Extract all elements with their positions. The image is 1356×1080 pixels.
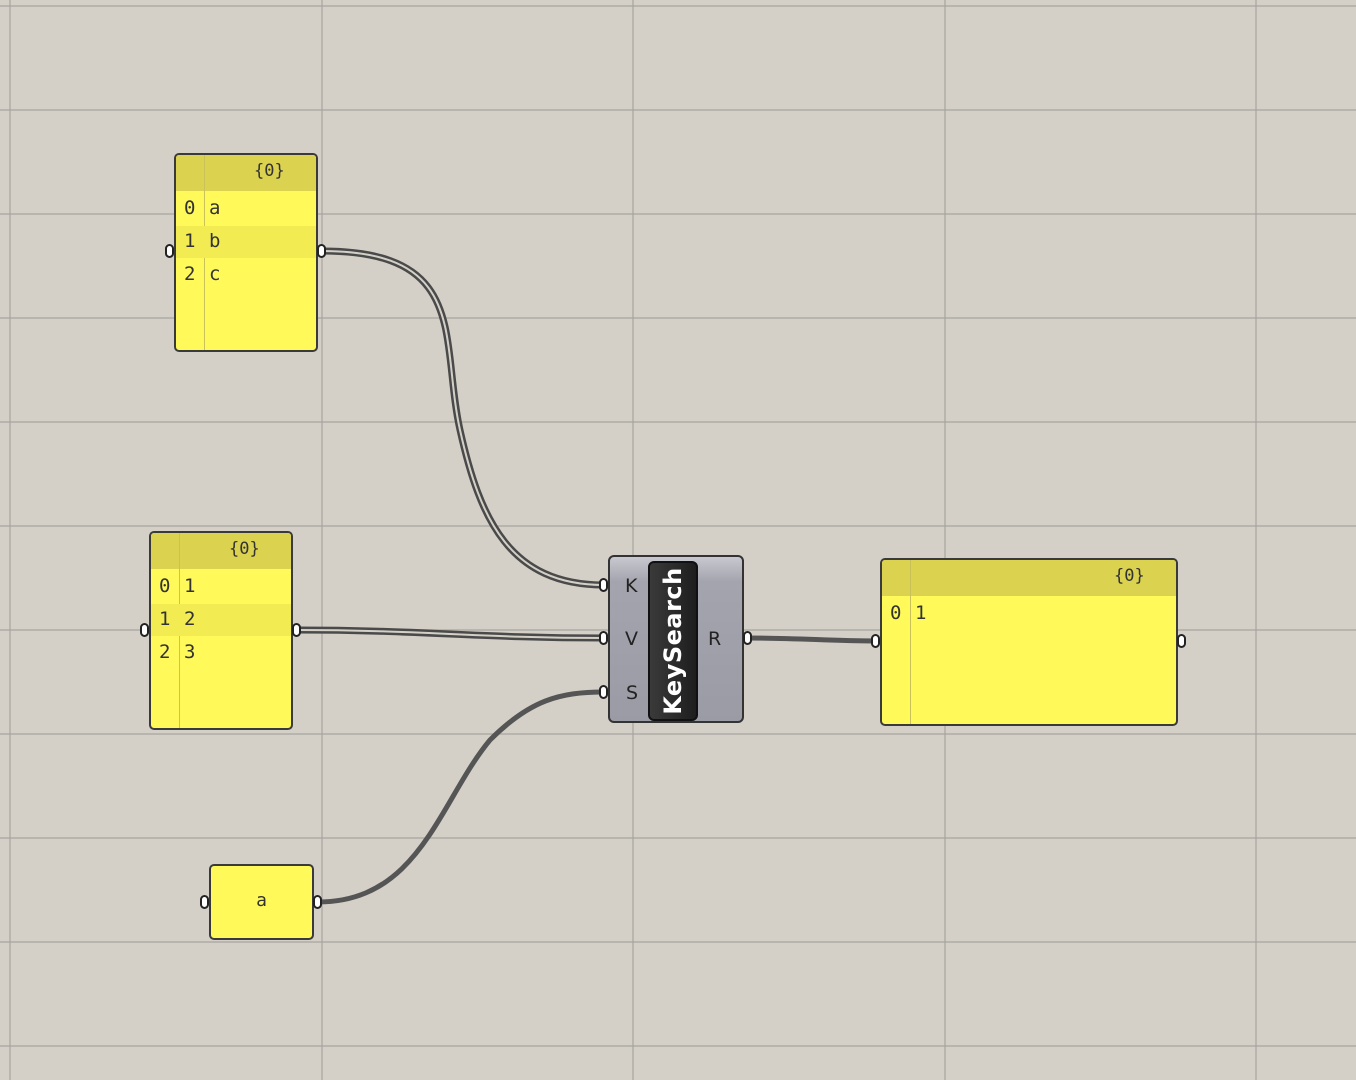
index-divider bbox=[910, 560, 911, 724]
panel-result-input-grip[interactable] bbox=[871, 634, 880, 648]
wire-k bbox=[318, 247, 608, 589]
search-text-param[interactable]: a bbox=[209, 864, 314, 940]
input-port-s-label: S bbox=[626, 682, 639, 704]
row-value: 3 bbox=[184, 641, 196, 663]
text-param-output-grip[interactable] bbox=[313, 895, 322, 909]
row-value: 1 bbox=[915, 602, 927, 624]
panel-row: 0 a bbox=[176, 193, 316, 225]
row-index: 0 bbox=[159, 575, 171, 597]
input-grip-k[interactable] bbox=[599, 578, 608, 592]
panel-row: 2 3 bbox=[151, 637, 291, 669]
row-index: 1 bbox=[159, 608, 171, 630]
component-name: KeySearch bbox=[659, 567, 687, 715]
input-grip-s[interactable] bbox=[599, 685, 608, 699]
panel-row: 0 1 bbox=[882, 598, 1176, 630]
row-value: c bbox=[209, 263, 221, 285]
text-param-input-grip[interactable] bbox=[200, 895, 209, 909]
panel-path-label: {0} bbox=[229, 539, 260, 559]
output-port-r-label: R bbox=[708, 628, 722, 650]
row-index: 0 bbox=[184, 197, 196, 219]
input-grip-v[interactable] bbox=[599, 631, 608, 645]
search-text-value: a bbox=[256, 890, 267, 911]
panel-header: {0} bbox=[151, 533, 291, 569]
input-port-v-label: V bbox=[625, 628, 638, 650]
panel-row: 0 1 bbox=[151, 571, 291, 603]
panel-row: 2 c bbox=[176, 259, 316, 291]
output-grip-r[interactable] bbox=[743, 631, 752, 645]
panel-values-input-grip[interactable] bbox=[140, 623, 149, 637]
panel-values[interactable]: {0} 0 1 1 2 2 3 bbox=[149, 531, 293, 730]
panel-keys-input-grip[interactable] bbox=[165, 244, 174, 258]
panel-header: {0} bbox=[176, 155, 316, 191]
panel-row: 1 b bbox=[176, 226, 316, 258]
row-index: 2 bbox=[159, 641, 171, 663]
row-value: b bbox=[209, 230, 221, 252]
panel-path-label: {0} bbox=[254, 161, 285, 181]
row-value: a bbox=[209, 197, 221, 219]
row-index: 1 bbox=[184, 230, 196, 252]
wire-r bbox=[745, 635, 880, 644]
row-value: 1 bbox=[184, 575, 196, 597]
panel-keys-output-grip[interactable] bbox=[317, 244, 326, 258]
keysearch-component[interactable]: KeySearch K V S R bbox=[608, 555, 744, 723]
panel-path-label: {0} bbox=[1114, 566, 1145, 586]
panel-keys[interactable]: {0} 0 a 1 b 2 c bbox=[174, 153, 318, 352]
panel-result[interactable]: {0} 0 1 bbox=[880, 558, 1178, 726]
panel-result-output-grip[interactable] bbox=[1177, 634, 1186, 648]
panel-header: {0} bbox=[882, 560, 1176, 596]
input-port-k-label: K bbox=[625, 575, 638, 597]
panel-values-output-grip[interactable] bbox=[292, 623, 301, 637]
component-name-plate: KeySearch bbox=[648, 561, 698, 721]
row-value: 2 bbox=[184, 608, 196, 630]
row-index: 2 bbox=[184, 263, 196, 285]
panel-row: 1 2 bbox=[151, 604, 291, 636]
wire-s bbox=[315, 689, 607, 905]
row-index: 0 bbox=[890, 602, 902, 624]
